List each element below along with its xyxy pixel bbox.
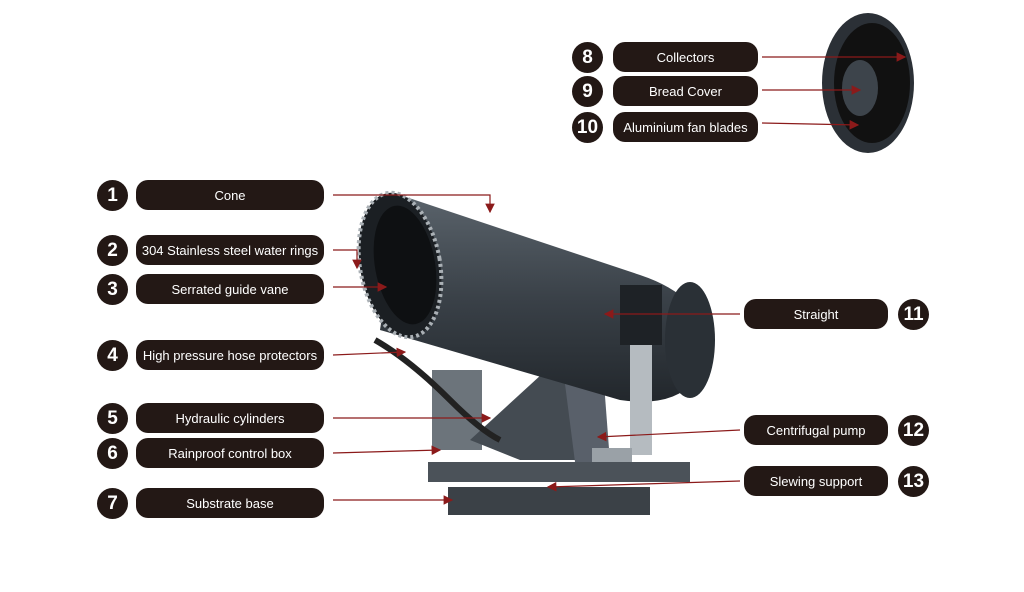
callout-label-bread-cover: Bread Cover xyxy=(613,76,758,106)
arrow-2 xyxy=(333,249,362,270)
callout-number-8: 8 xyxy=(572,42,603,73)
callout-label-collectors: Collectors xyxy=(613,42,758,72)
callout-label-cone: Cone xyxy=(136,180,324,210)
callout-arrows xyxy=(332,52,907,505)
callout-number-3: 3 xyxy=(97,274,128,305)
arrow-12 xyxy=(596,429,741,442)
arrow-13 xyxy=(546,480,741,492)
callout-label-hose-protectors: High pressure hose protectors xyxy=(136,340,324,370)
fan-detail-image xyxy=(822,13,914,153)
callout-label-hydraulic-cylinders: Hydraulic cylinders xyxy=(136,403,324,433)
callout-number-12: 12 xyxy=(898,415,929,446)
pump-shape xyxy=(630,345,652,455)
pump-inlet-shape xyxy=(592,448,632,462)
callout-number-5: 5 xyxy=(97,403,128,434)
callout-label-substrate-base: Substrate base xyxy=(136,488,324,518)
callout-label-slewing-support: Slewing support xyxy=(744,466,888,496)
callout-number-6: 6 xyxy=(97,438,128,469)
callout-number-2: 2 xyxy=(97,235,128,266)
callout-number-11: 11 xyxy=(898,299,929,330)
motor-shape xyxy=(620,285,662,345)
callout-label-control-box: Rainproof control box xyxy=(136,438,324,468)
callout-number-7: 7 xyxy=(97,488,128,519)
callout-label-guide-vane: Serrated guide vane xyxy=(136,274,324,304)
callout-number-13: 13 xyxy=(898,466,929,497)
callout-number-1: 1 xyxy=(97,180,128,211)
arrow-10 xyxy=(761,120,860,130)
callout-label-fan-blades: Aluminium fan blades xyxy=(613,112,758,142)
callout-number-9: 9 xyxy=(572,76,603,107)
fan-housing-shape xyxy=(665,282,715,398)
callout-label-straight: Straight xyxy=(744,299,888,329)
cone-opening-shape xyxy=(373,205,437,325)
arrow-4 xyxy=(332,347,407,358)
cone-body-shape xyxy=(380,195,707,402)
arrow-1 xyxy=(333,194,495,214)
callout-label-centrifugal-pump: Centrifugal pump xyxy=(744,415,888,445)
substrate-base-shape xyxy=(428,462,690,515)
callout-label-water-rings: 304 Stainless steel water rings xyxy=(136,235,324,265)
callout-number-10: 10 xyxy=(572,112,603,143)
callout-number-4: 4 xyxy=(97,340,128,371)
arrow-6 xyxy=(332,445,442,456)
